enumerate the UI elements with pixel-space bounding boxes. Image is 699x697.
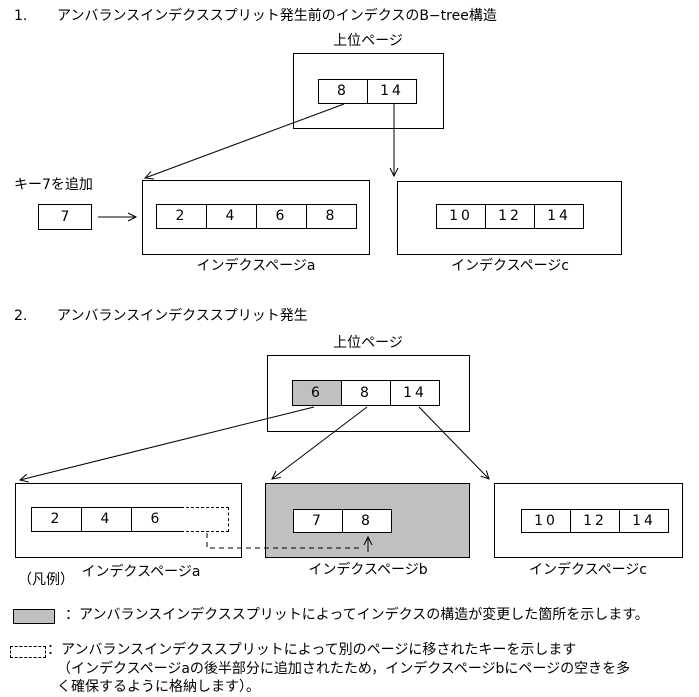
section2-page-a-cells: 2 4 6 [31, 507, 229, 532]
key-cell: 10 [436, 204, 486, 229]
section1-key-insert-caption: キー7を追加 [14, 177, 93, 193]
section2-number: 2. [14, 308, 28, 324]
section1-parent-page-label: 上位ページ [333, 33, 403, 49]
section2-page-b-cells: 7 8 [293, 509, 392, 533]
section1-parent-page-cells: 8 14 [318, 79, 417, 104]
legend-dashed-text-line2: （インデクスページaの後半部分に追加されたため，インデクスページbにページの空き… [57, 661, 631, 677]
section2-parent-page-cells: 6 8 14 [292, 380, 440, 406]
section1-page-c-cells: 10 12 14 [436, 204, 584, 229]
section2-parent-page-label: 上位ページ [333, 335, 403, 351]
key-cell: 2 [156, 204, 207, 229]
key-cell: 8 [306, 204, 357, 229]
key-cell: 4 [81, 507, 132, 532]
section2-page-c-cells: 10 12 14 [521, 509, 669, 533]
key-cell: 12 [570, 509, 620, 533]
section1-page-a-cells: 2 4 6 8 [156, 204, 357, 229]
key-cell: 4 [206, 204, 257, 229]
section1-number: 1. [14, 8, 28, 24]
legend-dashed-text-line3: く確保するように格納します）。 [57, 679, 260, 695]
section1-key-insert-box: 7 [38, 204, 92, 230]
key-cell: 2 [31, 507, 82, 532]
legend-dashed-swatch [10, 646, 46, 658]
section1-page-a-label: インデクスページa [196, 258, 316, 274]
section1-page-c-label: インデクスページc [450, 258, 570, 274]
key-cell: 14 [534, 204, 584, 229]
section2-page-b-label: インデクスページb [308, 562, 428, 578]
key-cell: 14 [390, 380, 440, 406]
legend-dashed-text-line1: ：アンバランスインデクススプリットによって別のページに移されたキーを示します [47, 642, 577, 658]
section1-title: アンバランスインデクススプリット発生前のインデクスのB−tree構造 [57, 8, 497, 24]
section2-page-c-label: インデクスページc [528, 562, 648, 578]
section2-title: アンバランスインデクススプリット発生 [57, 308, 308, 324]
key-cell: 8 [318, 79, 368, 104]
moved-key-slot-dashed [181, 507, 229, 532]
key-cell: 6 [256, 204, 307, 229]
legend-heading: （凡例） [18, 572, 74, 588]
legend-gray-text: ：アンバランスインデクススプリットによってインデクスの構造が変更した箇所を示しま… [65, 607, 649, 623]
key-cell: 8 [341, 380, 391, 406]
key-cell: 10 [521, 509, 571, 533]
key-cell: 8 [342, 509, 392, 533]
key-cell: 6 [131, 507, 182, 532]
key-cell: 7 [293, 509, 343, 533]
key-cell: 14 [367, 79, 417, 104]
key-cell: 12 [485, 204, 535, 229]
key-cell-highlighted: 6 [292, 380, 342, 406]
key-cell: 14 [619, 509, 669, 533]
section2-page-a-label: インデクスページa [81, 564, 201, 580]
legend-gray-swatch [13, 609, 55, 624]
